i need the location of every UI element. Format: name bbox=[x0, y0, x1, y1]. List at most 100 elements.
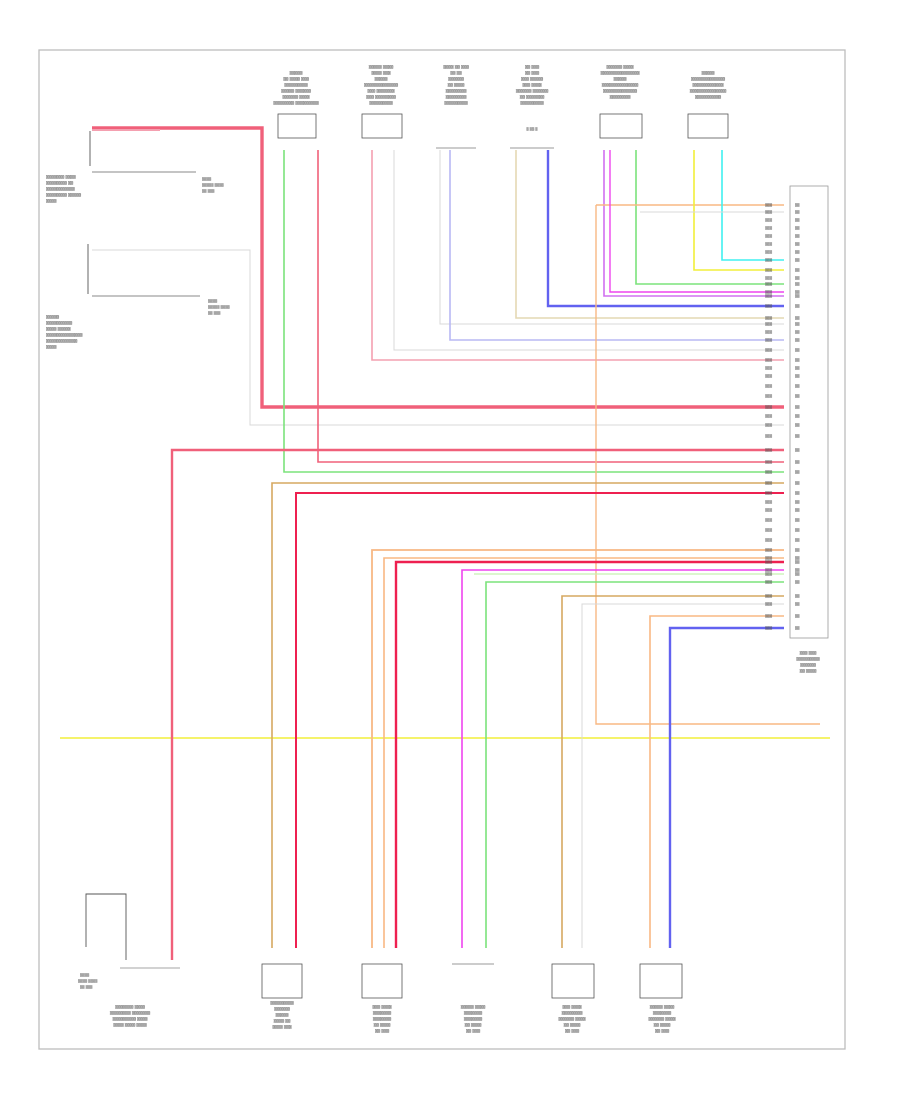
svg-text:▒▒▒▒▒ ▒▒▒▒: ▒▒▒▒▒ ▒▒▒▒ bbox=[202, 183, 224, 187]
pin-name: ▒▒ bbox=[795, 242, 800, 246]
svg-text:▒▒▒▒▒▒▒▒: ▒▒▒▒▒▒▒▒ bbox=[562, 1010, 583, 1015]
pin-name: ▒▒ bbox=[795, 518, 800, 522]
svg-text:▒▒▒▒▒ ▒▒▒▒: ▒▒▒▒▒ ▒▒▒▒ bbox=[369, 64, 394, 69]
pin-name: ▒▒ bbox=[795, 448, 800, 452]
pin-label: ▒▒▒ bbox=[765, 405, 773, 409]
pin-label: ▒▒▒ bbox=[765, 470, 773, 474]
svg-text:▒▒▒▒▒▒▒▒: ▒▒▒▒▒▒▒▒ bbox=[446, 94, 467, 99]
pin-name: ▒▒ bbox=[795, 481, 800, 485]
pin-name: ▒▒ bbox=[795, 500, 800, 504]
svg-text:▒▒▒▒▒: ▒▒▒▒▒ bbox=[275, 1012, 288, 1017]
svg-text:▒▒▒▒▒▒ ▒▒▒▒▒▒: ▒▒▒▒▒▒ ▒▒▒▒▒▒ bbox=[516, 88, 549, 93]
pin-name: ▒▒ bbox=[795, 538, 800, 542]
svg-text:▒▒▒ ▒▒▒: ▒▒▒ ▒▒▒ bbox=[800, 650, 817, 655]
top-component-1: ▒▒▒▒▒ ▒▒ ▒▒▒▒ ▒▒▒ ▒▒▒▒▒▒▒▒▒ ▒▒▒▒▒ ▒▒▒▒▒▒… bbox=[273, 70, 319, 139]
svg-text:▒▒▒▒ ▒▒▒▒: ▒▒▒▒ ▒▒▒▒ bbox=[78, 979, 98, 983]
svg-text:▒▒▒▒▒▒▒▒ ▒▒▒▒▒: ▒▒▒▒▒▒▒▒ ▒▒▒▒▒ bbox=[46, 192, 81, 197]
pin-name: ▒▒ bbox=[795, 250, 800, 254]
connector-pin-labels: ▒▒▒▒▒▒▒▒▒▒▒▒▒▒▒▒▒▒▒▒▒▒▒▒▒▒▒▒▒▒▒▒▒▒▒▒▒▒▒▒… bbox=[765, 203, 800, 630]
pin-label: ▒▒▒ bbox=[765, 242, 773, 246]
pin-label: ▒▒▒ bbox=[765, 358, 773, 362]
pin-name: ▒▒ bbox=[795, 294, 800, 298]
pin-label: ▒▒▒ bbox=[765, 423, 773, 427]
svg-text:▒▒ ▒▒▒: ▒▒ ▒▒▒ bbox=[655, 1028, 670, 1033]
svg-text:▒▒▒▒▒: ▒▒▒▒▒ bbox=[613, 76, 626, 81]
pin-name: ▒▒ bbox=[795, 290, 800, 294]
pin-label: ▒▒▒ bbox=[765, 528, 773, 532]
svg-text:▒▒ ▒▒▒▒: ▒▒ ▒▒▒▒ bbox=[564, 1022, 581, 1027]
svg-text:▒▒▒▒▒▒▒ ▒▒▒▒: ▒▒▒▒▒▒▒ ▒▒▒▒ bbox=[46, 174, 76, 179]
svg-text:▒▒▒ ▒▒▒▒▒▒▒▒: ▒▒▒ ▒▒▒▒▒▒▒▒ bbox=[366, 94, 396, 99]
pin-label: ▒▒▒ bbox=[765, 448, 773, 452]
pin-label: ▒▒▒ bbox=[765, 210, 773, 214]
svg-text:▒▒▒▒▒▒▒▒▒▒▒▒▒: ▒▒▒▒▒▒▒▒▒▒▒▒▒ bbox=[603, 88, 637, 93]
svg-text:▒▒▒▒▒: ▒▒▒▒▒ bbox=[46, 314, 59, 319]
wire-green-c1 bbox=[283, 150, 784, 473]
wire-orange-c5 bbox=[595, 205, 820, 725]
svg-text:▒▒▒▒ ▒▒▒▒▒: ▒▒▒▒ ▒▒▒▒▒ bbox=[46, 326, 71, 331]
pin-name: ▒▒ bbox=[795, 276, 800, 280]
pin-label: ▒▒▒ bbox=[765, 203, 773, 207]
svg-text:▒▒ ▒▒▒: ▒▒ ▒▒▒ bbox=[202, 189, 215, 193]
wire-gray-c2 bbox=[393, 150, 784, 351]
svg-text:▒▒▒▒▒▒▒ ▒▒▒▒: ▒▒▒▒▒▒▒ ▒▒▒▒ bbox=[115, 1004, 145, 1009]
pin-name: ▒▒ bbox=[795, 548, 800, 552]
pin-name: ▒▒ bbox=[795, 330, 800, 334]
wire-orange-b5 bbox=[649, 615, 784, 948]
svg-text:▒▒▒▒▒▒: ▒▒▒▒▒▒ bbox=[448, 76, 464, 81]
svg-text:▒▒▒▒▒▒▒▒▒▒▒▒▒: ▒▒▒▒▒▒▒▒▒▒▒▒▒ bbox=[691, 76, 725, 81]
svg-text:▒▒▒ ▒▒▒▒: ▒▒▒ ▒▒▒▒ bbox=[372, 1004, 392, 1009]
pin-name: ▒▒ bbox=[795, 226, 800, 230]
pin-label: ▒▒▒ bbox=[765, 518, 773, 522]
pin-label: ▒▒▒ bbox=[765, 258, 773, 262]
bottom-component-2: ▒▒▒ ▒▒▒▒ ▒▒▒▒▒▒▒ ▒▒▒▒▒▒▒ ▒▒ ▒▒▒▒ ▒▒ ▒▒▒ bbox=[361, 963, 403, 1033]
pin-name: ▒▒ bbox=[795, 374, 800, 378]
svg-text:▒▒▒▒▒▒▒▒▒: ▒▒▒▒▒▒▒▒▒ bbox=[444, 100, 468, 105]
wire-yellow-c6 bbox=[693, 150, 784, 271]
pin-label: ▒▒▒ bbox=[765, 290, 773, 294]
pin-name: ▒▒ bbox=[795, 414, 800, 418]
pin-name: ▒▒ bbox=[795, 268, 800, 272]
svg-text:▒▒▒▒▒▒▒▒▒▒: ▒▒▒▒▒▒▒▒▒▒ bbox=[695, 94, 721, 99]
svg-text:▒▒▒▒▒▒: ▒▒▒▒▒▒ bbox=[800, 662, 816, 667]
wire-red-switch-main bbox=[92, 126, 784, 409]
bottom-left-component: ▒▒▒▒ ▒▒▒▒ ▒▒▒▒ ▒▒ ▒▒▒ ▒▒▒▒▒▒▒ ▒▒▒▒ ▒▒▒▒▒… bbox=[78, 893, 180, 1027]
pin-name: ▒▒ bbox=[795, 614, 800, 618]
pin-label: ▒▒▒ bbox=[765, 338, 773, 342]
pin-label: ▒▒▒ bbox=[765, 614, 773, 618]
svg-text:▒▒▒▒▒▒▒▒: ▒▒▒▒▒▒▒▒ bbox=[446, 88, 467, 93]
svg-text:▒▒ ▒▒▒▒▒▒▒: ▒▒ ▒▒▒▒▒▒▒ bbox=[520, 94, 545, 99]
pin-label: ▒▒▒ bbox=[765, 434, 773, 438]
pin-label: ▒▒▒ bbox=[765, 580, 773, 584]
svg-text:▒▒▒▒▒▒▒▒▒▒▒▒▒▒: ▒▒▒▒▒▒▒▒▒▒▒▒▒▒ bbox=[602, 82, 639, 87]
svg-text:▒▒ ▒▒▒: ▒▒ ▒▒▒ bbox=[525, 70, 540, 75]
svg-text:▒▒▒▒: ▒▒▒▒ bbox=[202, 177, 212, 181]
svg-text:▒▒ ▒▒: ▒▒ ▒▒ bbox=[450, 70, 462, 75]
svg-text:▒▒▒ ▒▒▒▒: ▒▒▒ ▒▒▒▒ bbox=[562, 1004, 582, 1009]
svg-text:▒▒ ▒▒▒: ▒▒ ▒▒▒ bbox=[208, 311, 221, 315]
svg-text:▒▒▒▒▒▒▒: ▒▒▒▒▒▒▒ bbox=[373, 1016, 392, 1021]
pin-label: ▒▒▒ bbox=[765, 414, 773, 418]
pin-name: ▒▒ bbox=[795, 434, 800, 438]
pin-label: ▒▒▒ bbox=[765, 572, 773, 576]
svg-text:▒▒▒▒▒▒▒▒▒▒▒▒: ▒▒▒▒▒▒▒▒▒▒▒▒ bbox=[692, 82, 724, 87]
pin-label: ▒▒▒ bbox=[765, 304, 773, 308]
top-component-2: ▒▒▒▒▒ ▒▒▒▒ ▒▒▒▒ ▒▒▒ ▒▒▒▒▒ ▒▒▒▒▒▒▒▒▒▒▒▒▒ … bbox=[361, 64, 403, 139]
svg-text:▒▒▒▒▒▒▒▒▒▒▒: ▒▒▒▒▒▒▒▒▒▒▒ bbox=[46, 186, 75, 191]
wire-violet-c5 bbox=[603, 150, 784, 297]
svg-text:▒▒▒▒ ▒▒ ▒▒▒: ▒▒▒▒ ▒▒ ▒▒▒ bbox=[443, 64, 469, 69]
svg-text:▒▒▒▒▒: ▒▒▒▒▒ bbox=[374, 76, 387, 81]
pin-name: ▒▒ bbox=[795, 572, 800, 576]
svg-text:▒▒▒▒▒ ▒▒▒▒: ▒▒▒▒▒ ▒▒▒▒ bbox=[650, 1004, 675, 1009]
wire-red-c1 bbox=[317, 150, 784, 463]
bottom-component-1: ▒▒▒▒▒▒▒▒▒ ▒▒▒▒▒▒ ▒▒▒▒▒ ▒▒▒▒ ▒▒ ▒▒▒▒ ▒▒▒ bbox=[261, 963, 303, 1029]
svg-text:▒▒ ▒▒▒▒: ▒▒ ▒▒▒▒ bbox=[374, 1022, 391, 1027]
svg-text:▒▒▒▒▒▒▒▒: ▒▒▒▒▒▒▒▒ bbox=[610, 94, 631, 99]
svg-text:▒▒▒▒▒: ▒▒▒▒▒ bbox=[701, 70, 714, 75]
svg-text:▒▒ ▒▒▒▒: ▒▒ ▒▒▒▒ bbox=[465, 1022, 482, 1027]
pin-label: ▒▒▒ bbox=[765, 491, 773, 495]
wire-blue-b5 bbox=[668, 626, 784, 948]
pin-label: ▒▒▒ bbox=[765, 481, 773, 485]
wire-lightblue-c3 bbox=[449, 150, 784, 341]
